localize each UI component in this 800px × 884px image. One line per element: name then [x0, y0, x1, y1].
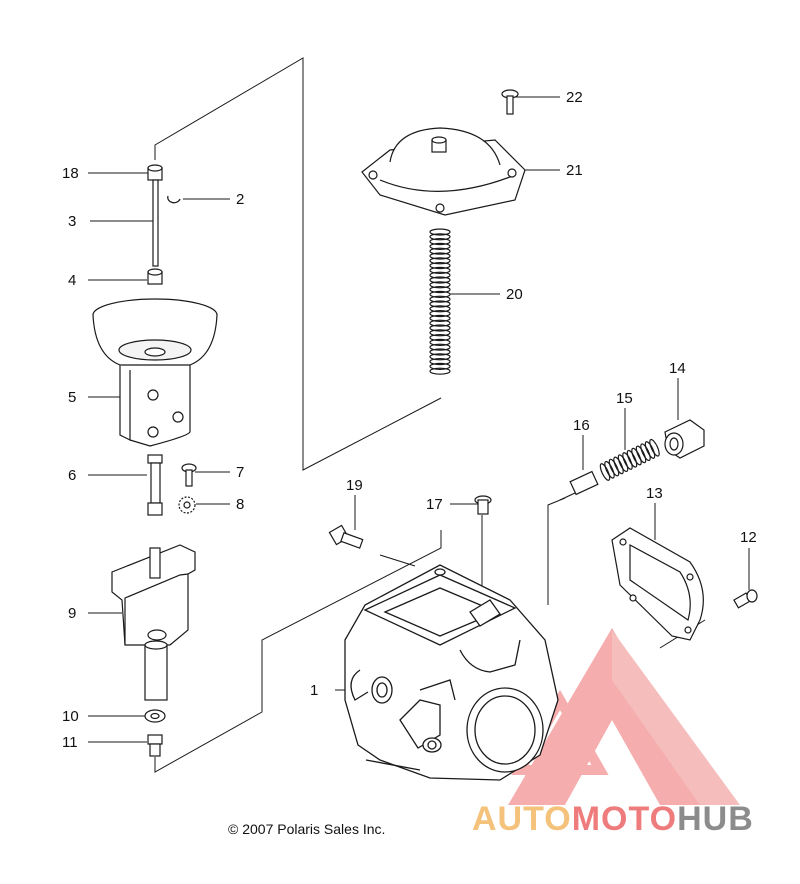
callout-6: 6: [68, 467, 76, 484]
callout-2: 2: [236, 191, 244, 208]
callout-9: 9: [68, 605, 76, 622]
nut-part-18-icon: [147, 164, 163, 181]
phantom-lines: [154, 57, 706, 773]
callout-5: 5: [68, 389, 76, 406]
spacer-part-4-icon: [147, 268, 163, 285]
callout-12: 12: [740, 529, 757, 546]
valve-part-16-icon: [559, 470, 599, 501]
callout-20: 20: [506, 286, 523, 303]
lock-washer-part-8-icon: [178, 496, 196, 514]
screw-part-7-icon: [181, 463, 197, 487]
gasket-part-13-icon: [611, 527, 704, 641]
pilot-screw-part-19-icon: [328, 524, 364, 549]
callout-7: 7: [236, 464, 244, 481]
callout-19: 19: [346, 477, 363, 494]
watermark-part-3: HUB: [677, 800, 754, 838]
watermark-text: AUTOMOTOHUB: [472, 800, 754, 839]
callout-10: 10: [62, 708, 79, 725]
callout-13: 13: [646, 485, 663, 502]
callout-11: 11: [62, 734, 78, 751]
callout-16: 16: [573, 417, 590, 434]
watermark-part-2: MOTO: [571, 800, 678, 838]
jet-needle-part-3-icon: [152, 179, 159, 267]
copyright-text: © 2007 Polaris Sales Inc.: [228, 821, 386, 837]
callout-8: 8: [236, 496, 244, 513]
callout-18: 18: [62, 165, 79, 182]
main-jet-part-11-icon: [147, 734, 163, 757]
needle-jet-holder-part-9-icon: [111, 544, 196, 701]
needle-jet-part-6-icon: [147, 454, 163, 516]
callout-17: 17: [426, 496, 443, 513]
cap-part-14-icon: [664, 419, 705, 459]
carburetor-body-part-1-icon: [344, 564, 559, 781]
screw-part-22-icon: [501, 89, 519, 115]
callout-21: 21: [566, 162, 583, 179]
screw-part-12-icon: [733, 589, 758, 609]
spring-part-20-icon: [429, 228, 451, 375]
callout-labels: 1 2 3 4 5 6 7 8 9 10 11 12 13 14 15 16 1…: [62, 89, 757, 751]
watermark-part-1: AUTO: [472, 800, 572, 838]
pilot-jet-part-17-icon: [474, 495, 492, 515]
callout-14: 14: [669, 360, 686, 377]
diaphragm-piston-part-5-icon: [92, 298, 218, 447]
callout-leaders: [88, 96, 750, 743]
callout-4: 4: [68, 272, 76, 289]
spring-part-15-icon: [599, 438, 660, 481]
o-ring-part-10-icon: [144, 709, 166, 723]
callout-22: 22: [566, 89, 583, 106]
callout-1: 1: [310, 682, 318, 699]
callout-15: 15: [616, 390, 633, 407]
carburetor-top-cover-part-21-icon: [361, 127, 526, 216]
clip-part-2-icon: [167, 195, 181, 204]
callout-3: 3: [68, 213, 76, 230]
